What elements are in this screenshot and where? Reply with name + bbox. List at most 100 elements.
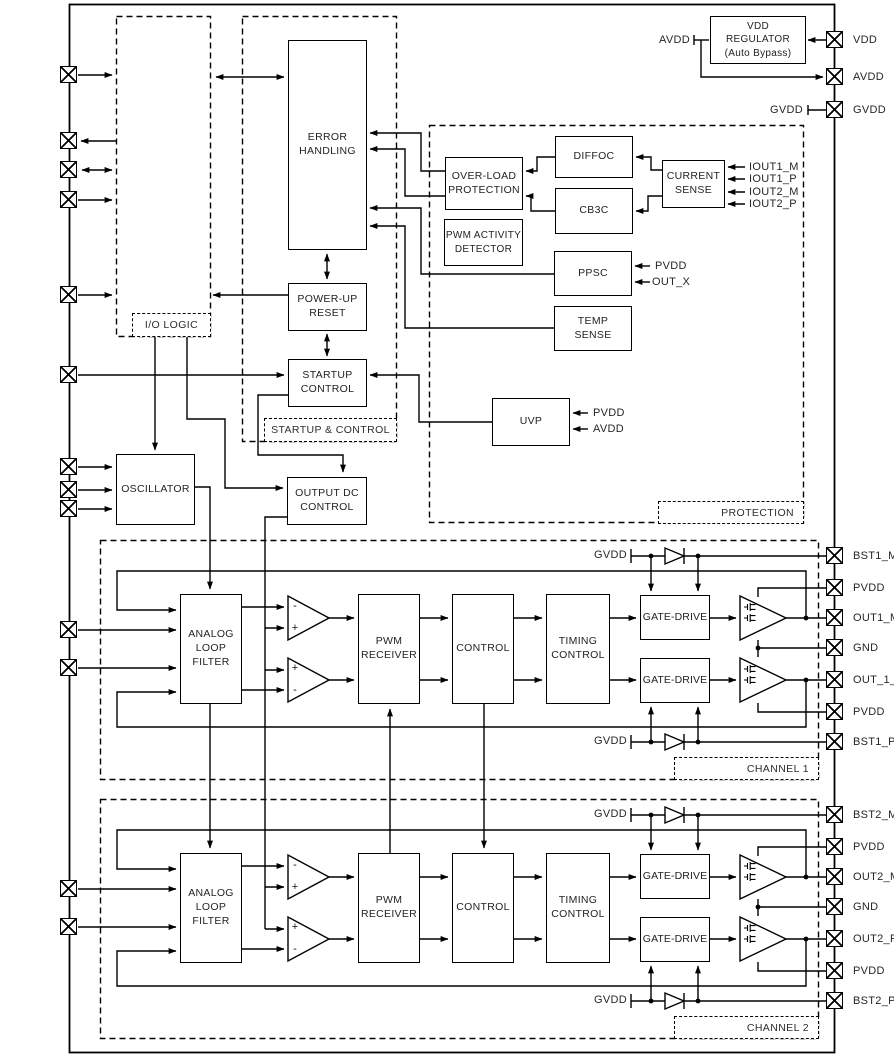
ch1-control-block: CONTROL (452, 594, 514, 704)
chip-outline (68, 3, 836, 1054)
overload-protection-block: OVER-LOAD PROTECTION (445, 157, 523, 210)
ch1-gvdd-bottom-label: GVDD (594, 735, 627, 747)
pin-terminal-icon (60, 659, 77, 676)
ch2-control-block: CONTROL (452, 853, 514, 963)
pin-terminal-icon (826, 733, 843, 750)
pin-terminal-icon (826, 31, 843, 48)
group-boundaries (115, 15, 805, 524)
pin-terminal-icon (60, 880, 77, 897)
ch1-pwm-receiver-block: PWM RECEIVER (358, 594, 420, 704)
ch1-comp1-plus: + (291, 622, 299, 634)
current-sense-block: CURRENT SENSE (662, 160, 725, 208)
temp-sense-block: TEMP SENSE (554, 306, 632, 351)
ppsc-pvdd-label: PVDD (655, 260, 687, 272)
pin-terminal-icon (60, 286, 77, 303)
startup-control-block: STARTUP CONTROL (288, 359, 367, 407)
pin-terminal-icon (826, 838, 843, 855)
pin-label: PVDD (853, 965, 885, 977)
ch2-comp1-plus: + (291, 881, 299, 893)
ch2-gate-drive-top-block: GATE-DRIVE (640, 854, 710, 899)
protection-boundary (428, 124, 805, 524)
pin-label: OUT2_P (853, 933, 894, 945)
pin-terminal-icon (60, 132, 77, 149)
pin-terminal-icon (60, 66, 77, 83)
ch2-gvdd-bottom-label: GVDD (594, 994, 627, 1006)
ch2-gvdd-top-label: GVDD (594, 808, 627, 820)
oscillator-block: OSCILLATOR (116, 454, 195, 525)
ch2-comp1-minus: - (293, 859, 297, 871)
ch2-analog-loop-filter-block: ANALOG LOOP FILTER (180, 853, 242, 963)
pin-terminal-icon (826, 579, 843, 596)
pin-terminal-icon (60, 161, 77, 178)
ch2-timing-control-block: TIMING CONTROL (546, 853, 610, 963)
pin-terminal-icon (60, 366, 77, 383)
pin-terminal-icon (826, 671, 843, 688)
ch1-analog-loop-filter-block: ANALOG LOOP FILTER (180, 594, 242, 704)
ch1-gate-drive-bottom-block: GATE-DRIVE (640, 658, 710, 703)
pin-terminal-icon (826, 639, 843, 656)
ch2-pwm-receiver-block: PWM RECEIVER (358, 853, 420, 963)
pin-terminal-icon (826, 992, 843, 1009)
ch2-comp2-plus: + (291, 921, 299, 933)
pin-terminal-icon (826, 547, 843, 564)
pin-terminal-icon (60, 621, 77, 638)
pin-label: PVDD (853, 841, 885, 853)
protection-label: PROTECTION (658, 501, 804, 524)
channel-2-label: CHANNEL 2 (674, 1016, 819, 1039)
ch1-comp2-plus: + (291, 662, 299, 674)
ppsc-block: PPSC (554, 251, 632, 296)
pin-label: OUT1_M (853, 612, 894, 624)
pin-terminal-icon (60, 500, 77, 517)
uvp-avdd-label: AVDD (593, 423, 624, 435)
ch1-gvdd-top-label: GVDD (594, 549, 627, 561)
diffoc-block: DIFFOC (555, 136, 633, 178)
pin-terminal-icon (826, 101, 843, 118)
pin-label: OUT2_M (853, 871, 894, 883)
ch2-comp2-minus: - (293, 943, 297, 955)
pin-terminal-icon (826, 68, 843, 85)
ch1-timing-control-block: TIMING CONTROL (546, 594, 610, 704)
ch2-gate-drive-bottom-block: GATE-DRIVE (640, 917, 710, 962)
iout2-p-label: IOUT2_P (749, 198, 797, 210)
pin-label: AVDD (853, 71, 884, 83)
uvp-block: UVP (492, 398, 570, 446)
pin-terminal-icon (60, 481, 77, 498)
pin-terminal-icon (826, 930, 843, 947)
channel-1-label: CHANNEL 1 (674, 757, 819, 780)
ch1-comp2-minus: - (293, 684, 297, 696)
cb3c-block: CB3C (555, 188, 633, 234)
pin-label: BST1_P (853, 736, 894, 748)
pin-label: VDD (853, 34, 878, 46)
pin-terminal-icon (826, 609, 843, 626)
uvp-pvdd-label: PVDD (593, 407, 625, 419)
pin-terminal-icon (826, 962, 843, 979)
pin-label: PVDD (853, 706, 885, 718)
pin-terminal-icon (826, 898, 843, 915)
global-wires (78, 35, 826, 929)
pin-terminal-icon (60, 918, 77, 935)
pin-label: BST1_M (853, 550, 894, 562)
pwm-activity-detector-block: PWM ACTIVITY DETECTOR (444, 219, 523, 266)
iout1-m-label: IOUT1_M (749, 161, 799, 173)
pin-label: GND (853, 901, 879, 913)
io-logic-boundary (115, 15, 212, 338)
pin-terminal-icon (826, 806, 843, 823)
error-handling-block: ERROR HANDLING (288, 40, 367, 250)
iout1-p-label: IOUT1_P (749, 173, 797, 185)
startup-and-control-label: STARTUP & CONTROL (264, 418, 397, 442)
pin-label: GND (853, 642, 879, 654)
gvdd-net-label: GVDD (770, 104, 803, 116)
output-dc-control-block: OUTPUT DC CONTROL (287, 477, 367, 525)
pin-label: BST2_M (853, 809, 894, 821)
pin-terminal-icon (826, 703, 843, 720)
pin-terminal-icon (60, 191, 77, 208)
pin-label: GVDD (853, 104, 886, 116)
pin-terminal-icon (60, 458, 77, 475)
io-logic-label: I/O LOGIC (132, 313, 211, 337)
pin-label: PVDD (853, 582, 885, 594)
pin-label: BST2_P (853, 995, 894, 1007)
ch1-gate-drive-top-block: GATE-DRIVE (640, 595, 710, 640)
pin-terminal-icon (826, 868, 843, 885)
